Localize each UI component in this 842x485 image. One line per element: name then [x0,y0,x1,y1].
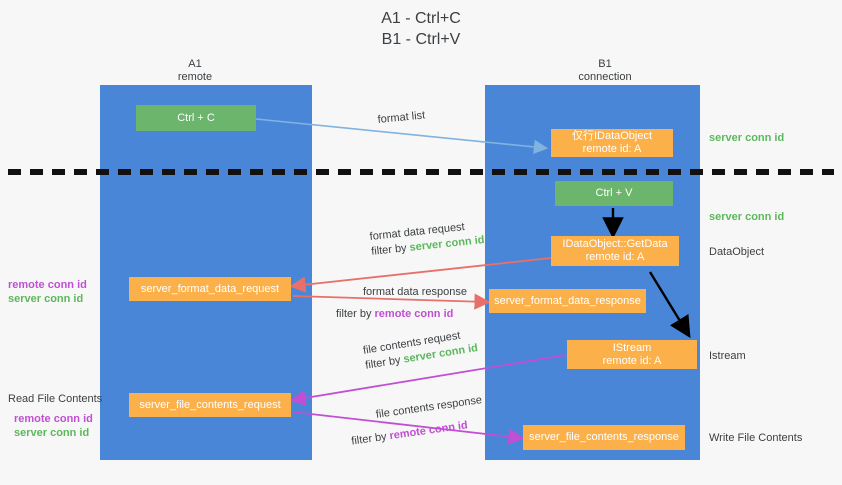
box-getdata-line1: IDataObject::GetData [562,238,668,250]
box-istream-line1: IStream [612,341,652,354]
box-server-file-contents-request-label: server_file_contents_request [139,398,281,411]
page-title: A1 - Ctrl+C B1 - Ctrl+V [0,8,842,50]
box-server-format-data-request[interactable]: server_format_data_request [129,277,291,301]
title-line-1: A1 - Ctrl+C [381,10,461,27]
right-label-istream: Istream [709,350,746,362]
box-server-format-data-response[interactable]: server_format_data_response [489,289,646,313]
box-server-file-contents-response[interactable]: server_file_contents_response [523,425,685,450]
box-istream[interactable]: IStream remote id: A [567,340,697,369]
left-label-read-file-contents: Read File Contents [8,393,103,405]
right-label-server-conn-id-1: server conn id [709,132,785,144]
right-label-server-conn-id-2: server conn id [709,211,785,223]
lane-b1-sub: connection [578,71,632,83]
lane-header-b1: B1 connection [530,58,680,84]
right-label-dataobject: DataObject [709,246,765,258]
arrow-label-format-list: format list [377,109,426,126]
box-ctrl-v-label: Ctrl + V [595,187,633,199]
lane-a1-sub: remote [177,71,213,83]
box-server-file-contents-response-label: server_file_contents_response [529,431,679,443]
box-idataobject-top-line1: 仅行IDataObject [571,130,653,142]
box-server-file-contents-request[interactable]: server_file_contents_request [129,393,291,417]
box-ctrl-c-label: Ctrl + C [177,111,215,124]
left-label-remote-conn-id-2: remote conn id [14,413,93,425]
arrow-label-format-data-response: format data response filter by remote co… [336,285,467,322]
right-label-write-file-contents: Write File Contents [709,432,803,444]
box-getdata-line2: remote id: A [585,251,645,263]
arrow-label-file-contents-response: file contents response filter by remote … [351,393,486,447]
arrow-label-file-contents-request: file contents request filter by server c… [362,326,479,373]
left-label-server-conn-id-1: server conn id [8,293,84,305]
lane-a1-name: A1 [188,58,202,70]
arrow-label-format-data-response-line2: filter by remote conn id [336,308,454,320]
box-server-format-data-request-label: server_format_data_request [140,282,280,295]
lane-b1-name: B1 [598,58,612,70]
left-label-server-conn-id-2: server conn id [14,427,90,439]
box-ctrl-c[interactable]: Ctrl + C [136,105,256,131]
arrow-label-file-contents-response-line2: filter by remote conn id [350,419,469,448]
box-idataobject-getdata[interactable]: IDataObject::GetData remote id: A [551,236,679,266]
box-istream-line2: remote id: A [602,354,662,367]
box-idataobject-top-line2: remote id: A [582,143,642,155]
title-line-2: B1 - Ctrl+V [381,31,461,48]
left-label-remote-conn-id-1: remote conn id [8,279,87,291]
box-idataobject-top[interactable]: 仅行IDataObject remote id: A [551,129,673,157]
box-ctrl-v[interactable]: Ctrl + V [555,181,673,206]
box-server-format-data-response-label: server_format_data_response [494,294,641,307]
lane-header-a1: A1 remote [120,58,270,84]
arrow-label-format-data-request: format data request filter by server con… [369,218,485,260]
arrow-label-format-data-response-line1: format data response [363,286,467,298]
